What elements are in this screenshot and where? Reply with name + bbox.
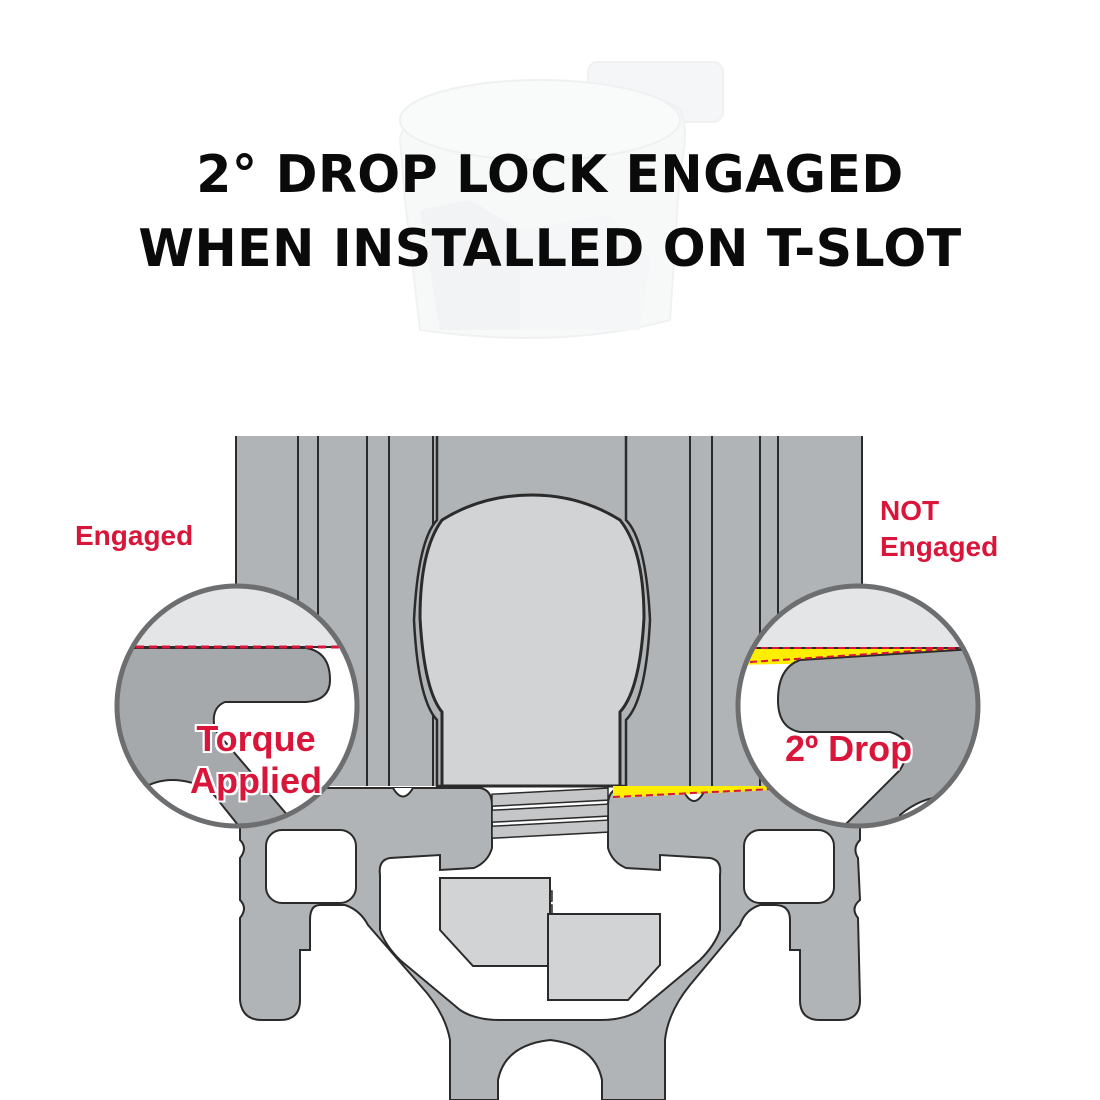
drop-lock-fastener-ghost-image [398, 61, 724, 339]
torque-applied-label: Torque Applied [176, 718, 336, 802]
main-gap-highlight [612, 786, 774, 798]
lower-profile-cross-section [239, 787, 862, 1100]
torque-applied-line-1: Torque [196, 718, 316, 759]
headline: 2° DROP LOCK ENGAGED WHEN INSTALLED ON T… [0, 138, 1100, 286]
headline-line-2: WHEN INSTALLED ON T-SLOT [138, 219, 962, 279]
torque-applied-line-2: Applied [190, 760, 322, 801]
not-engaged-label: NOT Engaged [880, 493, 998, 565]
t-nut [439, 877, 661, 1001]
two-degree-drop-label: 2º Drop [785, 728, 913, 769]
engaged-label: Engaged [75, 520, 194, 551]
headline-line-1: 2° DROP LOCK ENGAGED [196, 145, 904, 205]
not-engaged-label-line-2: Engaged [880, 531, 999, 562]
not-engaged-label-line-1: NOT [880, 495, 940, 526]
